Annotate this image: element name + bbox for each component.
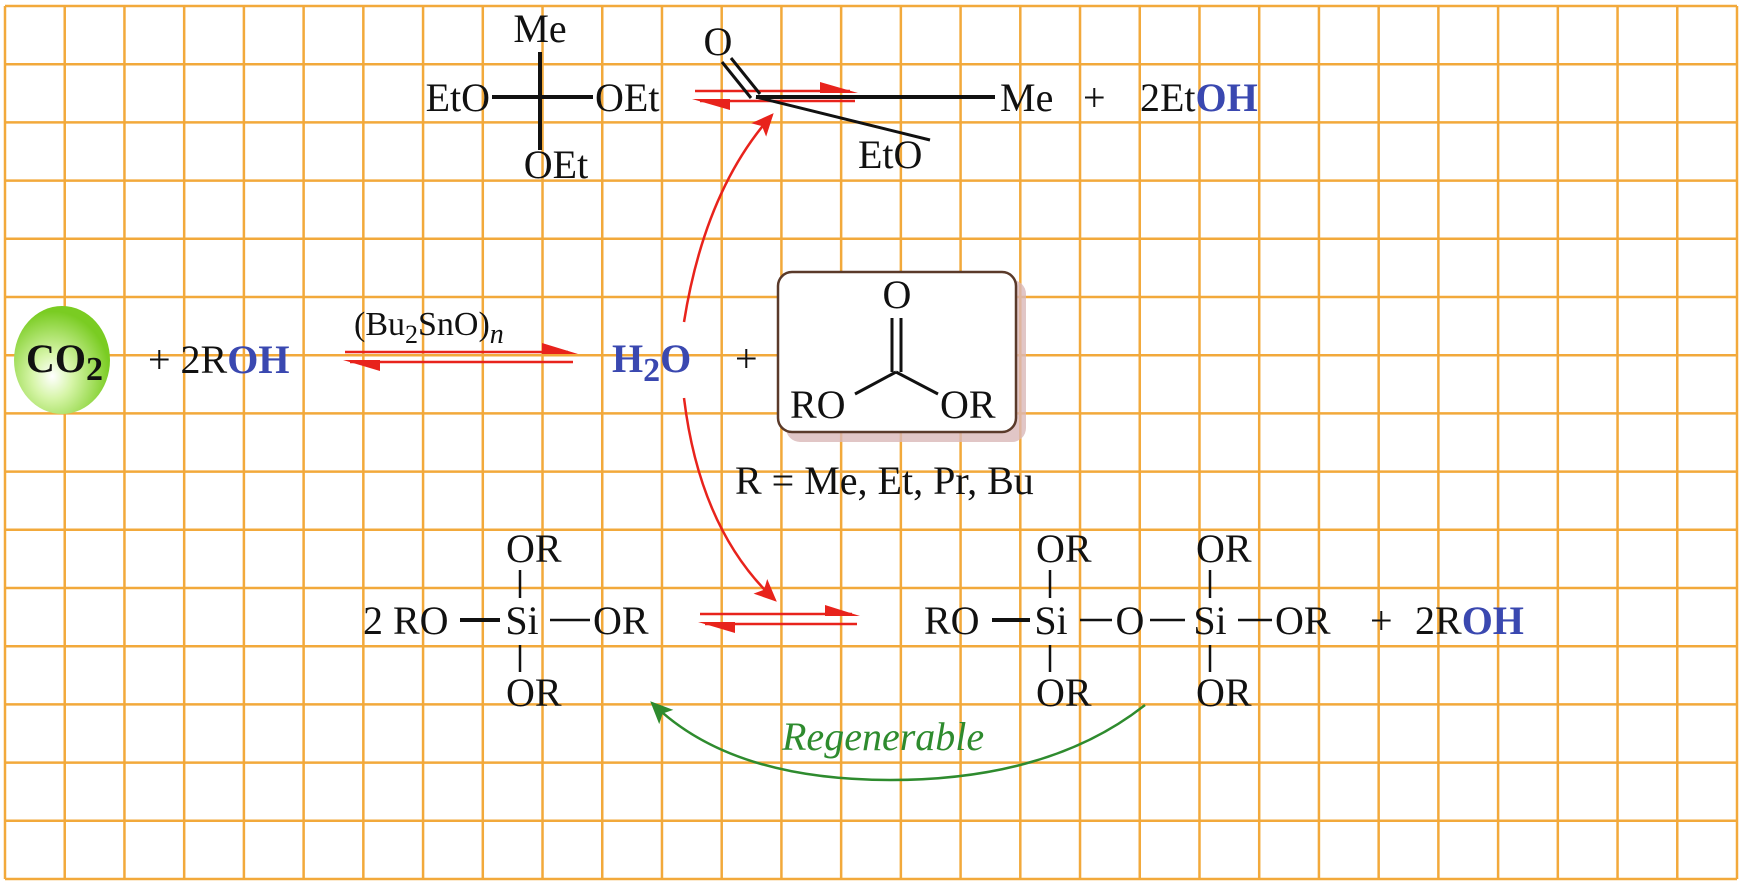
dialkyl-carbonate-box: O RO OR <box>776 270 1026 442</box>
label-si-1: Si <box>1034 598 1067 643</box>
label-or-bottom-1: OR <box>1036 670 1092 715</box>
curved-arrow-down <box>682 397 777 602</box>
regenerable-arrow <box>650 701 1146 782</box>
carbonate-or: OR <box>940 382 996 427</box>
ethanol: 2EtOH <box>1140 75 1258 120</box>
label-me-ester: Me <box>1000 75 1053 120</box>
label-eto-ester: EtO <box>858 132 922 177</box>
label-or-top-1: OR <box>1036 526 1092 571</box>
label-oet-right: OEt <box>595 75 659 120</box>
curved-arrow-up <box>682 113 774 323</box>
grid-background <box>3 4 1739 881</box>
label-or-top-2: OR <box>1196 526 1252 571</box>
ethyl-acetate: O Me EtO + 2EtOH <box>704 19 1258 177</box>
co2-bubble: CO2 <box>14 306 110 414</box>
label-or-top: OR <box>506 526 562 571</box>
label-me: Me <box>513 6 566 51</box>
label-or-right: OR <box>593 598 649 643</box>
catalyst-label: (Bu2SnO)n <box>354 306 504 350</box>
label-2ro: 2 RO <box>363 598 449 643</box>
co2-label: CO2 <box>26 336 103 388</box>
label-ro-left: RO <box>924 598 980 643</box>
label-si: Si <box>505 598 538 643</box>
hexaalkoxydisiloxane: RO Si O Si OR OR OR OR OR <box>924 526 1331 715</box>
label-si-2: Si <box>1193 598 1226 643</box>
label-oet-bottom: OEt <box>524 142 588 187</box>
orthoester: Me EtO OEt OEt <box>426 6 660 187</box>
alcohol-reactant: + 2ROH <box>148 337 289 382</box>
label-or-bottom-2: OR <box>1196 670 1252 715</box>
label-or-right: OR <box>1275 598 1331 643</box>
plus-main: + <box>735 336 758 381</box>
label-bridge-o: O <box>1116 598 1145 643</box>
label-carbonyl-o: O <box>704 19 733 64</box>
label-eto: EtO <box>426 75 490 120</box>
plus-bottom: + <box>1370 598 1393 643</box>
plus-top: + <box>1083 75 1106 120</box>
regenerable-label: Regenerable <box>781 714 984 759</box>
equilibrium-arrow-main <box>343 343 578 371</box>
carbonate-ro: RO <box>790 382 846 427</box>
label-or-bottom: OR <box>506 670 562 715</box>
alcohol-coproduct: 2ROH <box>1415 598 1524 643</box>
water: H2O <box>612 336 691 389</box>
carbonate-o: O <box>883 272 912 317</box>
r-definition: R = Me, Et, Pr, Bu <box>735 458 1034 503</box>
tetraalkoxysilane: 2 RO Si OR OR OR <box>363 526 649 715</box>
equilibrium-arrow-bottom <box>698 605 860 633</box>
